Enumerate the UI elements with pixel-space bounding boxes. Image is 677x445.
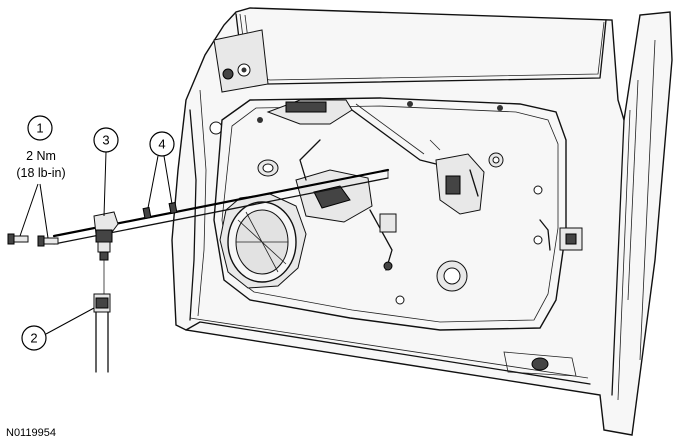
bolt-upper	[7, 233, 29, 245]
callout-1-torque-lbin: (18 lb-in)	[16, 166, 65, 180]
callout-1-torque-nm: 2 Nm	[26, 149, 56, 163]
callout-3: 3	[93, 127, 119, 217]
door-latch	[429, 139, 485, 215]
callout-4-number: 4	[158, 137, 165, 152]
door-hinge-area	[503, 219, 583, 377]
window-rail	[266, 99, 461, 171]
callout-1-number: 1	[36, 121, 43, 136]
callout-1: 1 2 Nm (18 lb-in)	[16, 115, 66, 239]
window-regulator	[295, 139, 397, 271]
callout-2: 2	[21, 307, 95, 351]
callout-3-number: 3	[102, 133, 109, 148]
door-speaker	[219, 193, 307, 289]
callout-4: 4	[147, 131, 175, 209]
connector	[93, 211, 119, 294]
callout-2-number: 2	[30, 331, 37, 346]
bolts	[7, 233, 59, 247]
figure-id: N0119954	[6, 427, 56, 439]
wire-harness	[93, 293, 111, 373]
bolt-lower	[37, 235, 59, 247]
